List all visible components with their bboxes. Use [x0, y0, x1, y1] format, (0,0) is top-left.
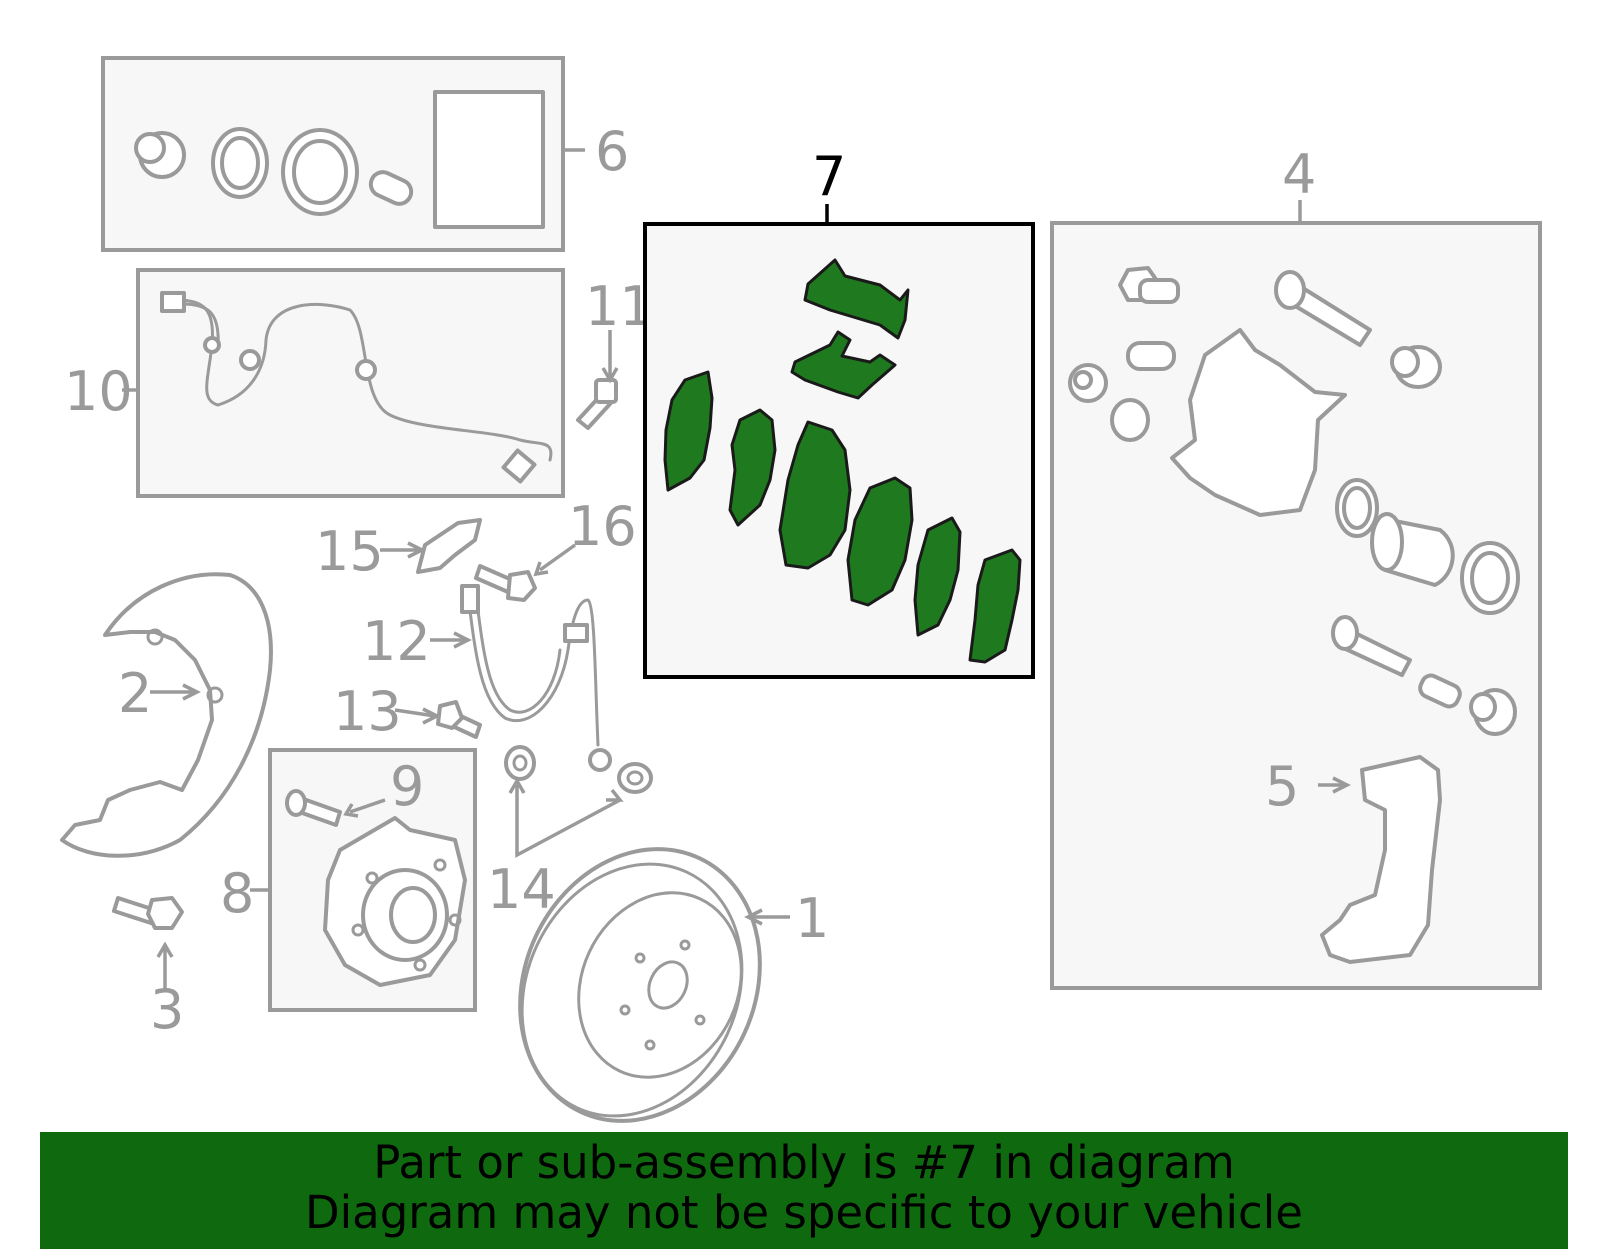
part-9-hub-bolt[interactable]	[285, 789, 386, 827]
part-3-bolt[interactable]	[112, 896, 184, 990]
part-6-seal-kit[interactable]	[101, 56, 585, 252]
callout-6: 6	[595, 120, 629, 183]
part-13-bolt[interactable]	[394, 700, 482, 739]
part-5-caliper-bracket[interactable]	[1318, 755, 1442, 964]
callout-10: 10	[64, 360, 133, 423]
part-8-hub-assembly[interactable]	[250, 748, 477, 1012]
callout-5: 5	[1265, 755, 1299, 818]
callout-3: 3	[150, 978, 184, 1041]
callout-2: 2	[118, 662, 152, 725]
info-banner: Part or sub-assembly is #7 in diagram Di…	[40, 1132, 1568, 1249]
callout-8: 8	[220, 862, 254, 925]
callout-7: 7	[812, 145, 846, 208]
part-4-caliper-assembly[interactable]	[1050, 200, 1542, 990]
callout-12: 12	[362, 610, 431, 673]
callout-15: 15	[315, 520, 384, 583]
part-11-bolt[interactable]	[576, 330, 619, 430]
part-1-brake-rotor[interactable]	[477, 810, 804, 1161]
callout-13: 13	[333, 680, 402, 743]
callout-4: 4	[1282, 143, 1316, 206]
part-2-dust-shield[interactable]	[60, 572, 273, 858]
callout-1: 1	[795, 887, 829, 950]
banner-line-2: Diagram may not be specific to your vehi…	[305, 1186, 1303, 1239]
part-10-abs-sensor[interactable]	[122, 268, 565, 498]
callout-9: 9	[390, 755, 424, 818]
callout-11: 11	[585, 275, 654, 338]
part-14-washers[interactable]	[504, 745, 653, 858]
banner-line-1: Part or sub-assembly is #7 in diagram	[373, 1136, 1235, 1189]
callout-14: 14	[487, 858, 556, 921]
callout-16: 16	[568, 495, 637, 558]
part-16-bolt[interactable]	[474, 543, 577, 602]
part-7-brake-pad-kit[interactable]	[643, 204, 1035, 679]
part-12-brake-hose[interactable]	[430, 584, 612, 772]
part-15-hose-bracket[interactable]	[380, 518, 482, 574]
